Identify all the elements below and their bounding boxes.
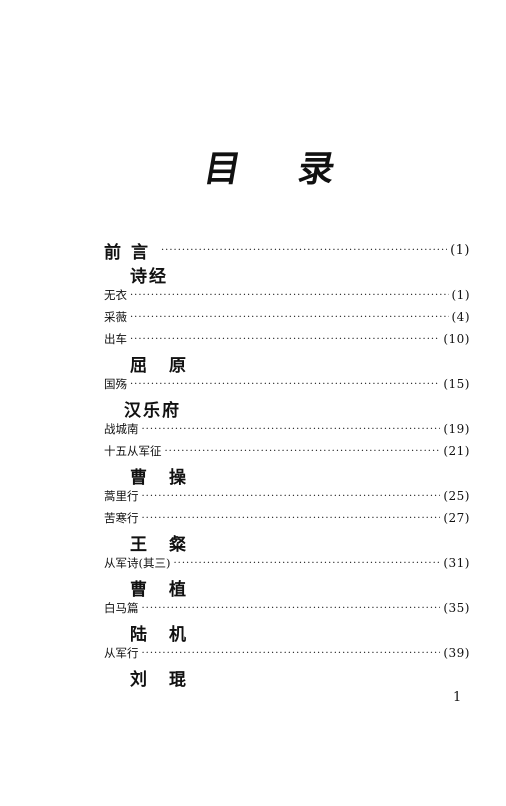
toc-entry-label: 白马篇 [104, 601, 139, 615]
toc-title: 目 录 [200, 140, 339, 192]
leader-dots [142, 424, 441, 435]
leader-dots [142, 603, 441, 614]
toc-entry-label: 前言 [104, 242, 158, 263]
section-heading: 陆机 [130, 625, 208, 645]
toc-entry-preface[interactable]: 前言 (1) [104, 239, 470, 263]
toc-entry-page: (10) [443, 332, 470, 346]
leader-dots [161, 245, 447, 256]
toc-entry[interactable]: 战城南 (19) [104, 418, 470, 440]
toc-entry-label: 十五从军征 [104, 444, 162, 458]
toc-entry[interactable]: 采薇 (4) [104, 306, 470, 328]
leader-dots [173, 558, 440, 569]
section-heading: 曹植 [130, 580, 208, 600]
toc-title-char-1: 目 [200, 149, 245, 190]
section-heading: 汉乐府 [124, 401, 181, 421]
toc-entry-label: 从军行 [104, 646, 139, 660]
leader-dots [142, 513, 441, 524]
leader-dots [142, 648, 441, 659]
toc-entry-label: 无衣 [104, 288, 127, 302]
toc-entry[interactable]: 无衣 (1) [104, 284, 470, 306]
toc-entry-label: 从军诗(其三) [104, 556, 171, 570]
leader-dots [142, 491, 441, 502]
toc-entry[interactable]: 从军行 (39) [104, 642, 470, 664]
toc-entry[interactable]: 蒿里行 (25) [104, 485, 470, 507]
section-heading: 曹操 [130, 468, 208, 488]
toc-entry-page: (31) [443, 556, 470, 570]
toc-entry-label: 蒿里行 [104, 489, 139, 503]
toc-entry-page: (4) [451, 310, 470, 324]
toc-entry-page: (21) [443, 444, 470, 458]
toc-entry-label: 出车 [104, 332, 127, 346]
toc-entry[interactable]: 国殇 (15) [104, 373, 470, 395]
toc-entry-label: 苦寒行 [104, 511, 139, 525]
toc-entry-page: (1) [450, 242, 470, 258]
toc-entry[interactable]: 从军诗(其三) (31) [104, 552, 470, 574]
toc-entry-page: (39) [443, 646, 470, 660]
toc-title-char-2: 录 [294, 149, 338, 190]
toc-entry-page: (27) [443, 511, 470, 525]
section-heading: 王粲 [130, 535, 208, 555]
toc-entry[interactable]: 十五从军征 (21) [104, 440, 470, 462]
toc-entry[interactable]: 出车 (10) [104, 328, 470, 350]
section-heading: 刘琨 [130, 670, 208, 690]
toc-entry-page: (25) [443, 489, 470, 503]
leader-dots [130, 290, 449, 301]
section-heading: 诗经 [130, 267, 168, 287]
leader-dots [130, 379, 440, 390]
leader-dots [130, 312, 449, 323]
leader-dots [130, 334, 440, 345]
toc-entry-page: (35) [443, 601, 470, 615]
toc-entry-page: (15) [443, 377, 470, 391]
toc-entry-page: (19) [443, 422, 470, 436]
leader-dots [165, 446, 441, 457]
toc-entry[interactable]: 苦寒行 (27) [104, 507, 470, 529]
toc-entry-page: (1) [451, 288, 470, 302]
page-number: 1 [453, 690, 462, 705]
toc-entry-label: 采薇 [104, 310, 127, 324]
toc-entry-label: 国殇 [104, 377, 127, 391]
toc-entry-label: 战城南 [104, 422, 139, 436]
section-heading: 屈原 [130, 356, 208, 376]
toc-entry[interactable]: 白马篇 (35) [104, 597, 470, 619]
